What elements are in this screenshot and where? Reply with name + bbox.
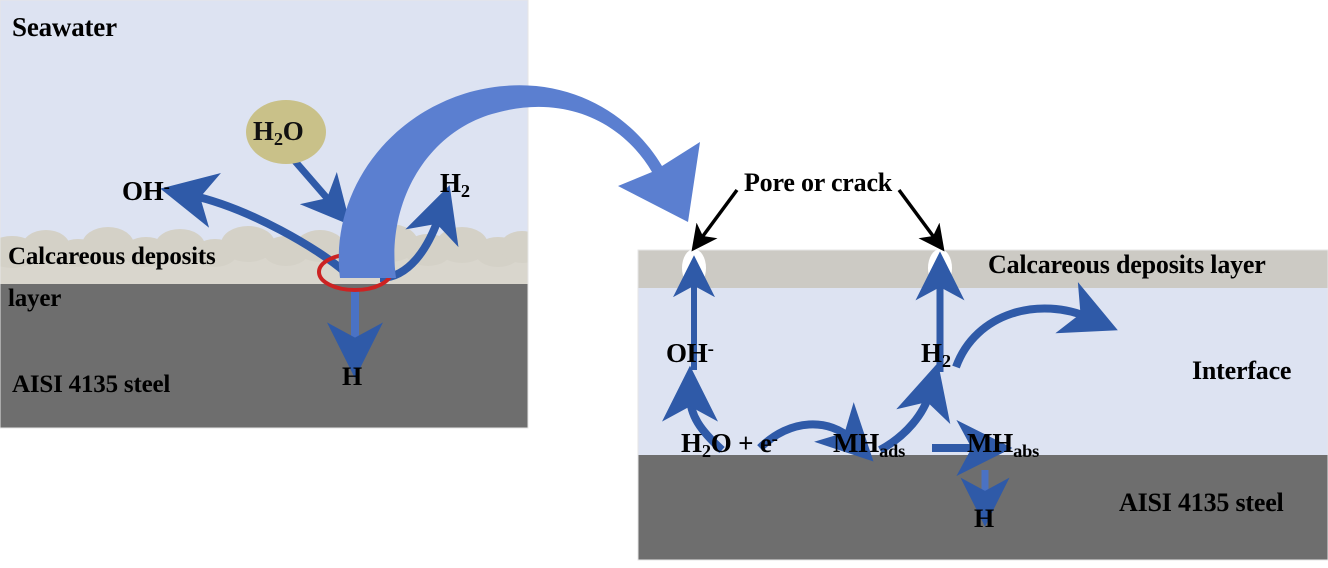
label-calcareous-deposits-layer: Calcareous deposits layer <box>988 250 1266 279</box>
h2-sub: 2 <box>460 181 470 202</box>
water-h: H <box>253 116 274 146</box>
h2-h-right: H <box>921 338 942 368</box>
water-sub: 2 <box>273 129 283 150</box>
mhads-to-hydrogen-arrow <box>878 362 951 454</box>
hydroxide-oh-right: OH <box>666 338 708 368</box>
reactant-e-charge: - <box>771 428 778 450</box>
zoom-callout-arrow <box>338 85 700 278</box>
label-hydrogen-gas-left: H2 <box>440 170 470 201</box>
label-mh-ads: MHads <box>833 430 905 461</box>
label-mh-abs: MHabs <box>967 430 1039 461</box>
hydroxide-charge-right: - <box>707 338 714 360</box>
pore-pointer-left <box>691 188 739 252</box>
water-to-mhads-arrow <box>757 402 874 462</box>
h2-sub-right: 2 <box>941 351 951 372</box>
label-calcareous-deposits: Calcareous deposits <box>8 243 216 270</box>
mhads-mh: MH <box>833 428 880 458</box>
hydroxide-oh: OH <box>122 176 164 206</box>
label-water-molecule: H2O <box>253 118 304 149</box>
label-seawater: Seawater <box>12 12 117 42</box>
right-panel-background <box>637 249 1328 561</box>
mhabs-sub: abs <box>1013 441 1040 462</box>
label-steel-right: AISI 4135 steel <box>1119 488 1284 517</box>
label-atomic-hydrogen-left: H <box>342 362 363 391</box>
label-hydroxide-left: OH- <box>122 178 170 205</box>
label-calcareous-layer-word: layer <box>8 285 62 312</box>
label-interface: Interface <box>1192 356 1292 385</box>
water-o: O <box>282 116 304 146</box>
hydroxide-release-arrow <box>160 173 348 276</box>
pore-pointer-right <box>897 188 945 252</box>
right-calcareous-band <box>638 250 1328 288</box>
right-panel-arrows <box>662 188 1118 527</box>
mhabs-mh: MH <box>967 428 1014 458</box>
label-reactants: H2O + e- <box>681 430 778 461</box>
left-panel-background <box>0 0 529 429</box>
hydrogen-spread-arrow <box>952 282 1118 369</box>
label-atomic-hydrogen-right: H <box>974 504 995 533</box>
reactant-h-sub: 2 <box>701 441 711 462</box>
mhads-sub: ads <box>879 441 906 462</box>
left-steel-substrate <box>0 284 528 428</box>
label-hydrogen-gas-right: H2 <box>921 340 951 371</box>
water-molecule-bubble <box>246 100 326 164</box>
hydroxide-charge: - <box>163 176 170 198</box>
reactant-h: H <box>681 428 702 458</box>
h2-h: H <box>440 168 461 198</box>
label-hydroxide-right: OH- <box>666 340 714 367</box>
label-pore-or-crack: Pore or crack <box>744 168 893 197</box>
label-steel-left: AISI 4135 steel <box>12 371 171 398</box>
reactant-o-plus-e: O + e <box>710 428 772 458</box>
water-to-hydroxide-arrow <box>662 365 725 453</box>
